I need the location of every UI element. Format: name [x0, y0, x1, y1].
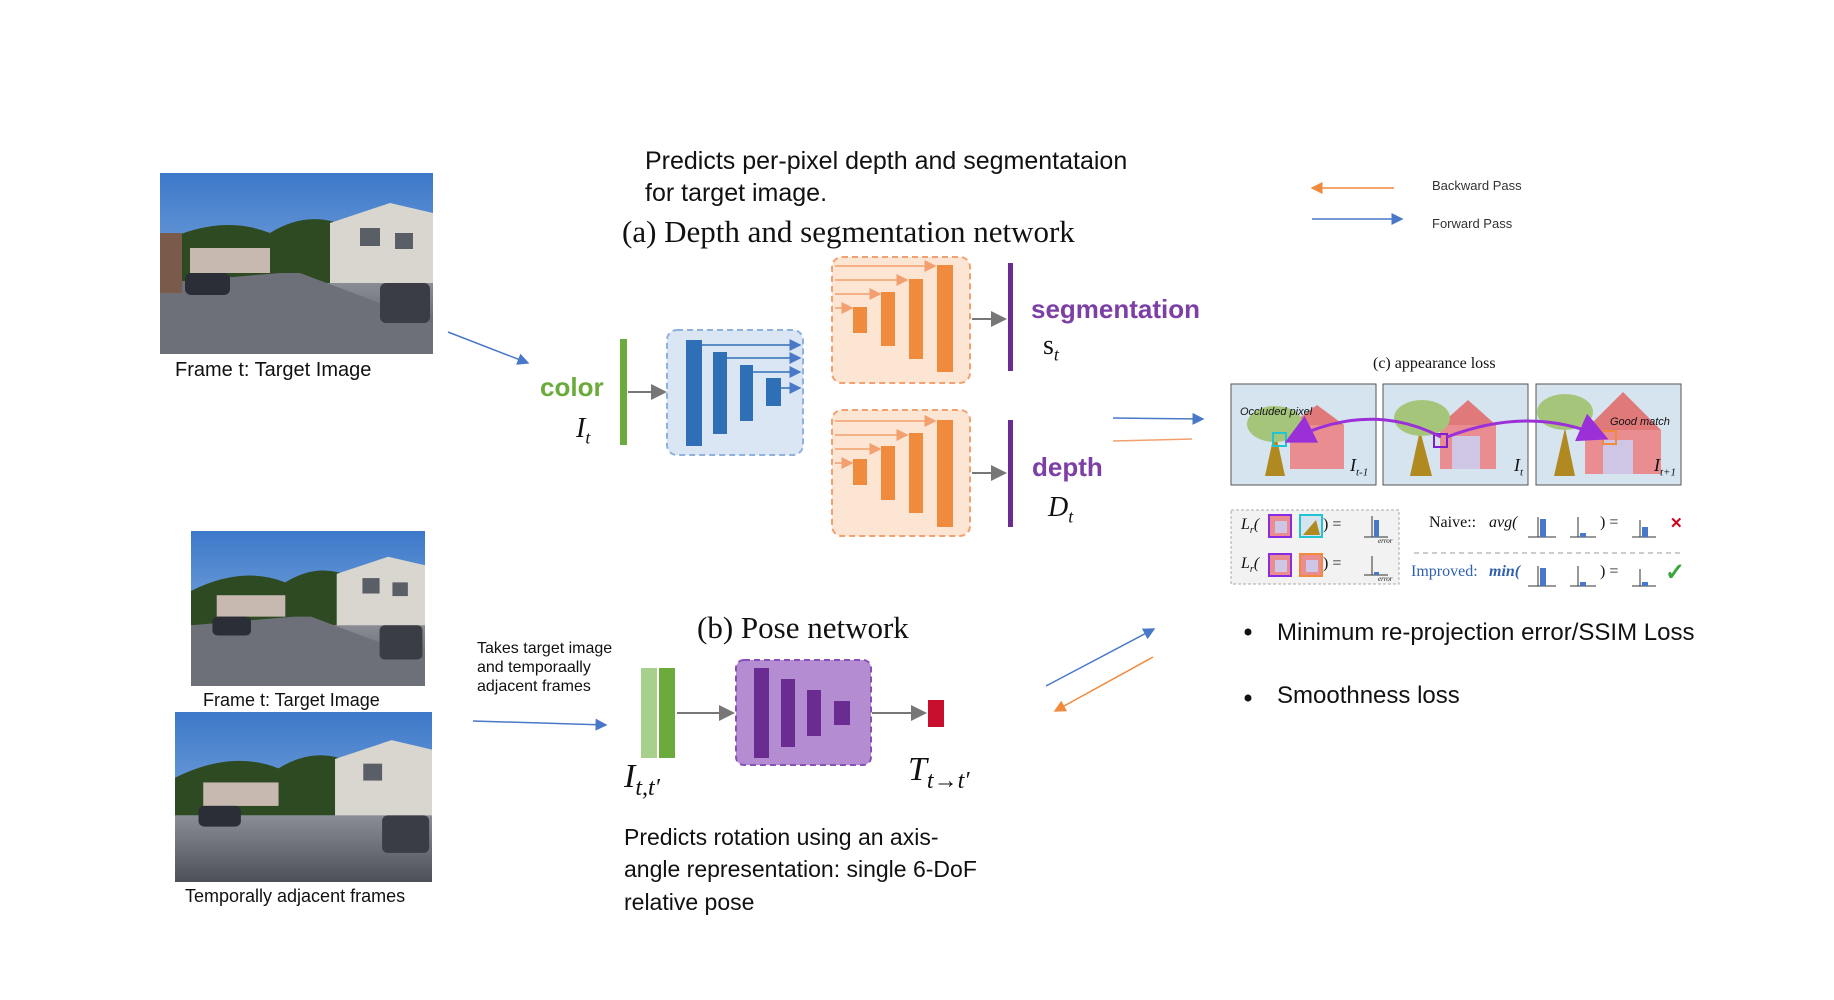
pose-input-bar-2 [659, 668, 675, 758]
depth-symbol: Dt [1048, 492, 1074, 527]
adjacent-frame-photo [175, 712, 432, 882]
improved-equals: ) = [1600, 563, 1619, 580]
target-frame-photo-top [160, 173, 433, 354]
naive-hist-1 [1528, 517, 1556, 538]
frame-label-next: It+1 [1654, 455, 1676, 479]
forward-arrow-frames-to-pose [472, 718, 608, 731]
pose-layer-1 [754, 668, 769, 758]
improved-fn: min( [1489, 563, 1521, 580]
pose-layer-2 [781, 679, 795, 747]
error-label-1: error [1378, 537, 1393, 545]
naive-equals: ) = [1600, 514, 1619, 531]
loss-bullet-2: Smoothness loss [1277, 682, 1460, 709]
error-histogram-1 [1364, 516, 1388, 538]
naive-hist-2 [1570, 517, 1596, 538]
improved-hist-1 [1528, 566, 1556, 587]
depth-label: depth [1032, 452, 1103, 482]
improved-hist-3 [1632, 569, 1656, 587]
naive-hist-3 [1632, 520, 1656, 538]
legend-backward-label: Backward Pass [1432, 178, 1522, 193]
depth-net-description-1: Predicts per-pixel depth and segmentatai… [645, 147, 1128, 175]
pose-desc-1: Predicts rotation using an axis- [624, 824, 939, 850]
error-histogram-2 [1364, 556, 1388, 576]
pose-input-note-1: Takes target image [477, 640, 613, 657]
match-arrow-prev [1284, 415, 1442, 443]
encoder-layer-1 [686, 340, 702, 446]
depth-output-bar [1008, 420, 1013, 527]
naive-cross-icon: ✕ [1670, 515, 1683, 532]
depth-decoder-box [831, 409, 971, 537]
encoder-layer-4 [766, 378, 781, 406]
depth-decoder-layer-3 [909, 433, 923, 513]
pose-input-note-3: adjacent frames [477, 678, 591, 695]
loss-eq-1-close: ) = [1323, 516, 1342, 533]
segmentation-decoder-box [831, 256, 971, 384]
depth-net-title: (a) Depth and segmentation network [622, 214, 1075, 249]
bullet-dot-2 [1244, 694, 1252, 702]
pose-desc-3: relative pose [624, 889, 755, 915]
loss-thumb-2 [1299, 514, 1323, 538]
seg-decoder-layer-1 [853, 307, 867, 333]
color-symbol: It [576, 413, 591, 448]
color-label: color [540, 372, 604, 402]
color-input-bar [620, 339, 627, 445]
encoder-layer-3 [740, 365, 753, 421]
segmentation-label: segmentation [1031, 294, 1201, 324]
error-label-2: error [1378, 575, 1393, 583]
encoder-layer-2 [713, 352, 727, 434]
loss-thumb-3 [1268, 553, 1292, 577]
legend-forward-label: Forward Pass [1432, 216, 1513, 231]
seg-decoder-layer-2 [881, 292, 895, 346]
appearance-loss-title: (c) appearance loss [1373, 355, 1496, 372]
pose-encoder-box [735, 659, 872, 766]
depth-decoder-layer-4 [937, 420, 953, 527]
loss-bullet-1: Minimum re-projection error/SSIM Loss [1277, 619, 1695, 646]
frame-label-current: It [1514, 455, 1524, 479]
depth-decoder-layer-2 [881, 446, 895, 500]
pose-desc-2: angle representation: single 6-DoF [624, 856, 977, 882]
target-frame-caption-bottom: Frame t: Target Image [203, 690, 380, 710]
target-frame-caption-top: Frame t: Target Image [175, 359, 372, 381]
good-match-label: Good match [1610, 416, 1670, 428]
target-frame-photo-bottom [191, 531, 425, 686]
naive-fn: avg( [1489, 514, 1518, 531]
forward-arrow-image-to-depth [447, 331, 530, 365]
match-arrow-next [1446, 413, 1609, 442]
pose-input-symbol: It,t′ [624, 758, 660, 801]
pose-layer-4 [834, 701, 850, 725]
seg-decoder-layer-3 [909, 279, 923, 359]
pose-output-block [928, 700, 944, 727]
loss-thumb-1 [1268, 514, 1292, 538]
depth-net-description-2: for target image. [645, 179, 828, 207]
backward-arrow-loss-to-depth [1112, 438, 1193, 442]
pose-input-bar-1 [641, 668, 657, 758]
loss-eq-1-symbol: Lr( [1241, 516, 1260, 537]
loss-eq-2-symbol: Lr( [1241, 555, 1260, 576]
pose-input-note-2: and temporaally [477, 659, 591, 676]
depth-decoder-layer-1 [853, 459, 867, 485]
bullet-dot-1 [1244, 628, 1252, 636]
occluded-pixel-label: Occluded pixel [1240, 406, 1313, 418]
segmentation-output-bar [1008, 263, 1013, 371]
forward-arrow-pose-to-loss [1045, 628, 1156, 687]
backward-arrow-loss-to-pose [1053, 656, 1154, 712]
segmentation-symbol: st [1043, 330, 1059, 365]
loss-eq-2-close: ) = [1323, 555, 1342, 572]
pose-layer-3 [807, 690, 821, 736]
naive-label: Naive:: [1429, 514, 1477, 531]
improved-label: Improved: [1411, 563, 1478, 580]
pose-net-title: (b) Pose network [697, 610, 909, 645]
improved-check-icon: ✓ [1665, 559, 1686, 586]
loss-thumb-4 [1299, 553, 1323, 577]
improved-hist-2 [1570, 566, 1596, 587]
appearance-frame-next [1535, 383, 1682, 486]
appearance-frame-current [1382, 383, 1529, 486]
adjacent-frames-caption: Temporally adjacent frames [185, 886, 406, 906]
frame-label-prev: It-1 [1350, 455, 1369, 479]
seg-decoder-layer-4 [937, 265, 953, 372]
pose-output-symbol: Tt→t′ [908, 751, 970, 794]
forward-arrow-depth-to-loss [1112, 412, 1205, 425]
